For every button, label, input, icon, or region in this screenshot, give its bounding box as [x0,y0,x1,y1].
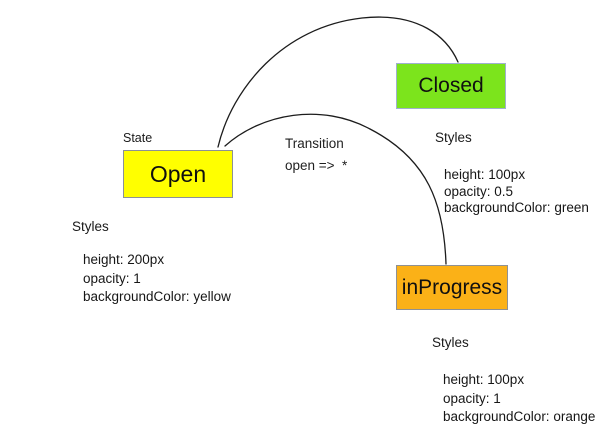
styles-heading-inprogress: Styles [432,335,469,350]
state-box-inprogress-label: inProgress [401,275,503,299]
style-line: backgroundColor: orange [443,409,596,424]
state-box-closed-label: Closed [418,74,484,97]
styles-heading-closed: Styles [435,130,472,145]
state-box-open-label: Open [149,160,207,187]
style-line: opacity: 1 [443,390,501,406]
styles-list-closed: height: 100px opacity: 0.5 backgroundCol… [444,167,589,217]
styles-list-inprogress: height: 100px opacity: 1 backgroundColor… [443,371,595,426]
transition-rule: open => * [285,158,348,173]
style-line: opacity: 1 [83,270,141,286]
style-line: height: 100px [444,167,526,182]
style-line: backgroundColor: green [444,200,589,215]
style-line: height: 100px [443,372,525,387]
transition-annotation: Transition open => * [285,133,347,177]
style-line: backgroundColor: yellow [83,289,231,304]
styles-list-open: height: 200px opacity: 1 backgroundColor… [83,251,231,307]
transition-title: Transition [285,136,344,151]
styles-heading-open: Styles [72,219,109,234]
state-caption: State [123,131,153,145]
state-box-closed: Closed [396,63,506,109]
style-line: height: 200px [83,252,165,267]
state-box-inprogress: inProgress [396,265,508,310]
state-box-open: Open [123,150,233,198]
style-line: opacity: 0.5 [444,183,514,199]
